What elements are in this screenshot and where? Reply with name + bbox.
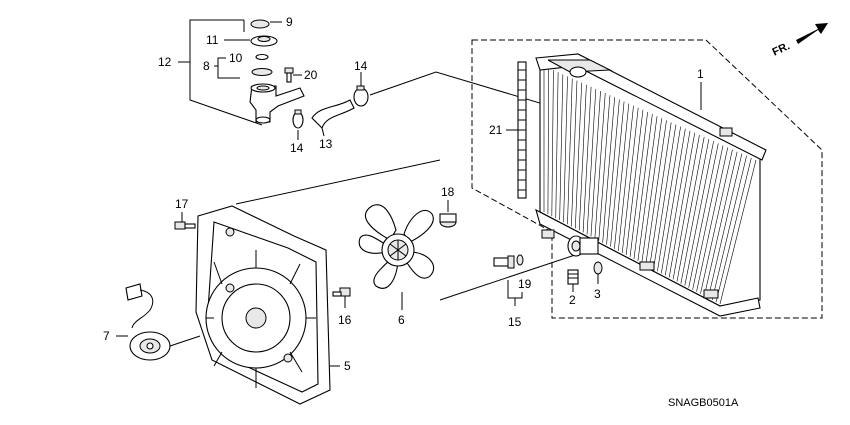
callout-6: 6	[398, 313, 405, 327]
radiator-group-outline	[471, 39, 823, 319]
callout-5: 5	[344, 359, 351, 373]
core-fin	[661, 128, 686, 274]
core-fin	[696, 147, 729, 292]
core-fin	[629, 111, 648, 258]
core-fin	[641, 118, 663, 264]
core-fin	[559, 74, 564, 221]
callout-14-lower: 14	[290, 141, 304, 155]
callout-14-upper: 14	[354, 59, 368, 73]
front-direction-indicator: FR.	[771, 23, 828, 59]
core-fin	[653, 124, 677, 270]
core-fin	[574, 82, 582, 229]
drain-plug-2	[567, 269, 579, 285]
core-fin	[633, 114, 653, 260]
group-bracket-12	[189, 19, 263, 126]
core-fin	[680, 139, 710, 284]
core-fin	[672, 134, 700, 280]
core-fin	[700, 149, 733, 294]
core-fin	[586, 88, 597, 235]
core-fin	[563, 76, 568, 223]
core-fin	[688, 143, 719, 288]
filler-neck-12	[249, 83, 305, 124]
diagram-code: SNAGB0501A	[668, 397, 739, 409]
core-fin	[668, 132, 696, 278]
callout-8: 8	[203, 59, 210, 73]
upper-hose-13	[311, 99, 355, 130]
core-fin	[594, 93, 606, 239]
core-fin	[707, 153, 743, 298]
core-fin	[621, 107, 639, 253]
core-fin	[645, 120, 667, 266]
core-fin	[719, 159, 757, 305]
core-fin	[582, 86, 592, 233]
callout-21: 21	[489, 123, 503, 137]
callout-3: 3	[594, 287, 601, 301]
callout-12: 12	[158, 55, 172, 69]
core-fin	[571, 80, 578, 227]
core-fin	[590, 91, 601, 237]
core-fin	[676, 136, 705, 282]
washer-8	[251, 68, 273, 76]
callout-17: 17	[175, 197, 189, 211]
nut-18	[439, 213, 457, 228]
bolt-20	[284, 67, 294, 83]
washer-3	[593, 261, 603, 275]
bolt-16	[332, 287, 351, 297]
fan-shroud-5	[195, 205, 331, 405]
core-fin	[567, 78, 573, 225]
callout-16: 16	[338, 313, 352, 327]
o-ring-9	[250, 19, 270, 29]
core-fin	[692, 145, 724, 290]
callout-18: 18	[441, 185, 455, 199]
leader-hose-to-radiator	[369, 71, 591, 119]
callout-10: 10	[229, 51, 243, 65]
core-fin	[684, 141, 714, 286]
seal-strip-21	[517, 61, 527, 199]
core-fin	[711, 155, 747, 300]
core-fin	[555, 72, 559, 219]
lower-outlet	[567, 235, 599, 257]
group-bracket-8	[217, 57, 240, 79]
core-fin	[547, 68, 550, 215]
core-fin	[637, 116, 658, 262]
callout-7: 7	[103, 329, 110, 343]
cooling-fan-6	[358, 204, 435, 289]
radiator-core-fins	[543, 66, 757, 305]
radiator-1	[471, 39, 823, 319]
leader-shroud	[235, 159, 441, 205]
callout-11: 11	[206, 33, 219, 47]
seal-10	[255, 53, 269, 61]
filler-neck-group	[178, 19, 369, 140]
callout-9: 9	[286, 15, 293, 29]
core-fin	[610, 101, 625, 247]
core-fin	[618, 105, 634, 251]
callout-13: 13	[319, 137, 333, 151]
core-fin	[602, 97, 615, 243]
core-fin	[598, 95, 611, 241]
callout-20: 20	[304, 68, 318, 82]
core-fin	[664, 130, 691, 276]
core-fin	[614, 103, 630, 249]
core-fin	[704, 151, 738, 296]
direction-arrow-icon	[796, 23, 828, 44]
callout-1: 1	[697, 67, 704, 81]
callout-19: 19	[518, 277, 532, 291]
core-fin	[625, 109, 644, 255]
callout-2: 2	[569, 293, 576, 307]
core-fin	[578, 84, 587, 231]
core-fin	[657, 126, 681, 272]
bolt-17	[174, 221, 196, 230]
fan-motor-7	[125, 283, 201, 361]
direction-label: FR.	[771, 40, 792, 58]
hose-clamp-14-upper	[353, 85, 369, 107]
core-fin	[649, 122, 672, 268]
callout-15: 15	[508, 315, 522, 329]
core-fin	[715, 157, 752, 303]
thermo-switch-15	[493, 254, 524, 269]
hose-clamp-14	[292, 109, 304, 129]
core-fin	[606, 99, 620, 245]
core-fin	[551, 70, 554, 217]
